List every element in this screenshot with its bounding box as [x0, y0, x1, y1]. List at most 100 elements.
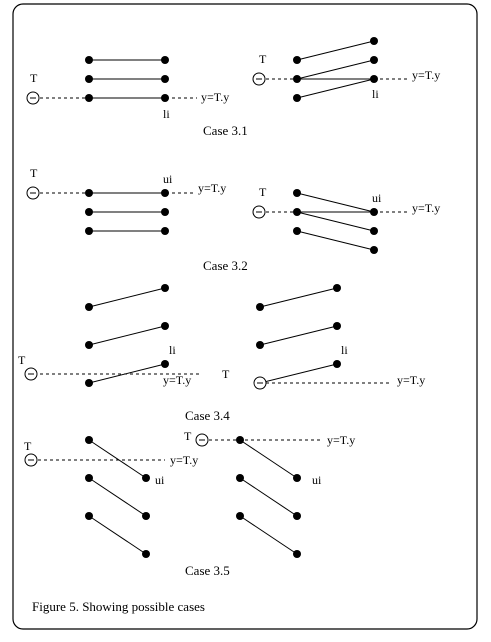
endpoint-dot [85, 56, 93, 64]
endpoint-dot [293, 550, 301, 558]
endpoint-dot [333, 284, 341, 292]
endpoint-dot [85, 94, 93, 102]
endpoint-dot [85, 436, 93, 444]
segment [296, 40, 375, 61]
endpoint-dot [293, 512, 301, 520]
endpoint-dot [142, 512, 150, 520]
segment [296, 59, 375, 80]
endpoint-dot [85, 379, 93, 387]
segment [259, 363, 338, 384]
endpoint-dot [370, 246, 378, 254]
ty-line-label: y=T.y [163, 373, 191, 387]
case-3-2-label: Case 3.2 [203, 258, 248, 273]
endpoint-dot [161, 227, 169, 235]
ty-line-label: y=T.y [170, 453, 198, 467]
segment [88, 287, 166, 308]
endpoint-dot [85, 341, 93, 349]
endpoint-dot [293, 56, 301, 64]
segment [259, 287, 338, 308]
case-3-4-label: Case 3.4 [185, 408, 230, 423]
ty-line-label: y=T.y [412, 68, 440, 82]
case-3-2-left-panel: T y=T.y ui [26, 166, 226, 235]
case-3-4-right-panel: T y=T.y li [222, 284, 425, 390]
case-3-2-right-panel: T y=T.y ui [252, 185, 440, 254]
point-t-label: T [30, 166, 38, 180]
endpoint-dot [293, 189, 301, 197]
ty-line-label: y=T.y [327, 433, 355, 447]
endpoint-dot [370, 37, 378, 45]
segment [88, 439, 147, 479]
endpoint-dot [161, 322, 169, 330]
endpoint-dot [256, 341, 264, 349]
endpoint-dot [236, 474, 244, 482]
segment [88, 477, 147, 517]
segment [296, 230, 375, 251]
ui-label: ui [163, 172, 173, 186]
point-t-label: T [259, 185, 267, 199]
point-t-label: T [18, 353, 26, 367]
endpoint-dot [85, 189, 93, 197]
endpoint-dot [370, 208, 378, 216]
case-3-5-label: Case 3.5 [185, 563, 230, 578]
li-label: li [341, 343, 348, 357]
ty-line-label: y=T.y [412, 201, 440, 215]
ui-label: ui [155, 473, 165, 487]
li-label: li [169, 343, 176, 357]
endpoint-dot [370, 227, 378, 235]
case-3-1-left-panel: T y=T.y li [26, 56, 229, 121]
figure-caption: Figure 5. Showing possible cases [32, 599, 205, 614]
point-t-label: T [184, 429, 192, 443]
endpoint-dot [142, 474, 150, 482]
endpoint-dot [85, 474, 93, 482]
endpoint-dot [142, 550, 150, 558]
endpoint-dot [161, 94, 169, 102]
ui-label: ui [372, 191, 382, 205]
endpoint-dot [333, 360, 341, 368]
endpoint-dot [293, 474, 301, 482]
point-t-label: T [259, 52, 267, 66]
segment [239, 477, 298, 517]
endpoint-dot [236, 512, 244, 520]
segment [296, 211, 375, 232]
segment [239, 515, 298, 555]
li-label: li [163, 107, 170, 121]
point-t-label: T [24, 439, 32, 453]
endpoint-dot [293, 94, 301, 102]
segment [88, 363, 166, 384]
segment [296, 192, 375, 213]
ty-line-label: y=T.y [198, 181, 226, 195]
endpoint-dot [161, 189, 169, 197]
point-t-label: T [30, 71, 38, 85]
endpoint-dot [293, 75, 301, 83]
case-3-1-right-panel: T y=T.y li [252, 37, 440, 102]
segment [239, 439, 298, 479]
endpoint-dot [293, 227, 301, 235]
li-label: li [372, 87, 379, 101]
segment [88, 325, 166, 346]
endpoint-dot [161, 56, 169, 64]
segment [259, 325, 338, 346]
case-3-5-left-panel: T y=T.y ui [24, 436, 198, 558]
endpoint-dot [236, 436, 244, 444]
segment [88, 515, 147, 555]
endpoint-dot [85, 227, 93, 235]
endpoint-dot [161, 75, 169, 83]
endpoint-dot [333, 322, 341, 330]
endpoint-dot [85, 512, 93, 520]
endpoint-dot [370, 75, 378, 83]
endpoint-dot [256, 303, 264, 311]
endpoint-dot [85, 208, 93, 216]
endpoint-dot [85, 75, 93, 83]
case-3-1-label: Case 3.1 [203, 123, 248, 138]
point-t-label: T [222, 367, 230, 381]
endpoint-dot [161, 360, 169, 368]
endpoint-dot [293, 208, 301, 216]
case-3-4-left-panel: T y=T.y li [18, 284, 200, 387]
endpoint-dot [161, 284, 169, 292]
ui-label: ui [312, 473, 322, 487]
endpoint-dot [161, 208, 169, 216]
figure-frame [12, 3, 478, 630]
case-3-5-right-panel: T y=T.y ui [184, 429, 355, 558]
endpoint-dot [85, 303, 93, 311]
